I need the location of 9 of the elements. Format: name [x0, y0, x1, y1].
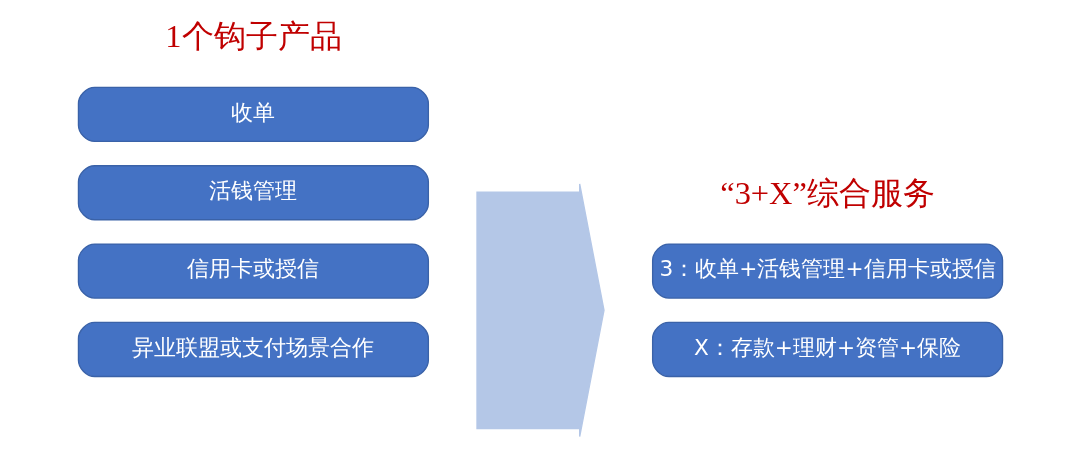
- label: 1个钩子产品: [164, 17, 342, 54]
- node-box: 收单: [77, 86, 429, 142]
- node-box: X：存款+理财+资管+保险: [651, 321, 1003, 377]
- node-box: 信用卡或授信: [77, 242, 429, 299]
- label: “3+X”综合服务: [719, 174, 935, 211]
- node-box: 3：收单+活钱管理+信用卡或授信: [651, 242, 1003, 299]
- node-box: 活钱管理: [77, 164, 429, 220]
- node-arrow: [475, 182, 605, 437]
- node-box: 异业联盟或支付场景合作: [77, 321, 429, 377]
